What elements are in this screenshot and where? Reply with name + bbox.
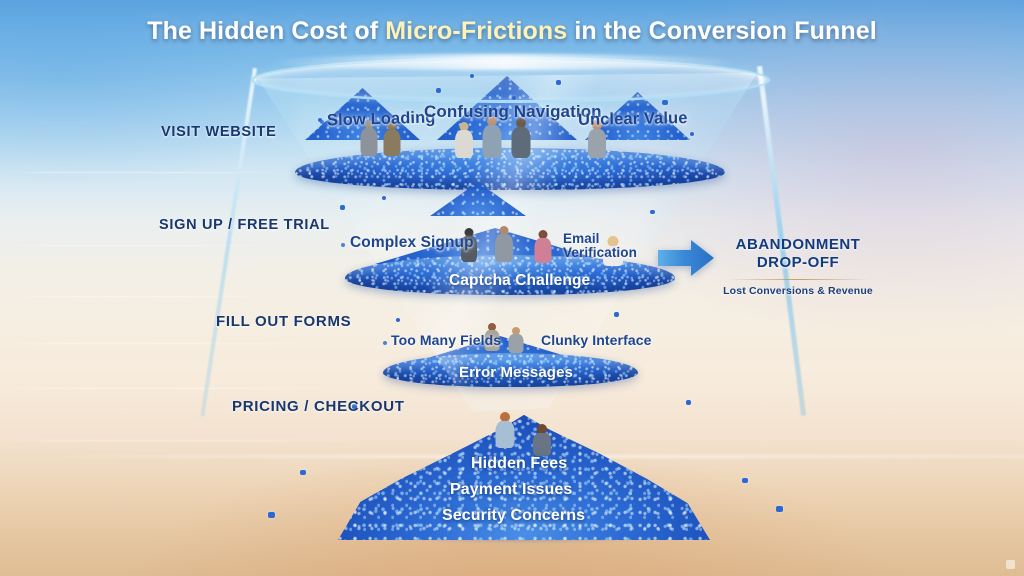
funnel-edge-left: [200, 68, 257, 417]
friction-label-security-concerns: Security Concerns: [442, 507, 586, 524]
person-figure: [511, 118, 530, 158]
person-figure: [360, 120, 377, 156]
callout-subtitle: Lost Conversions & Revenue: [723, 284, 873, 297]
person-figure: [484, 323, 499, 351]
friction-label-unclear-value: Unclear Value: [577, 109, 688, 129]
granule-speck: [776, 506, 783, 512]
friction-label-complex-signup: Complex Signup: [350, 234, 474, 251]
callout-divider: [726, 278, 870, 280]
callout-line-2: DROP-OFF: [756, 254, 840, 272]
granule-speck: [556, 80, 561, 85]
stage-separator: [0, 440, 370, 441]
granule-speck: [662, 100, 668, 105]
friction-label-email-verification: Email Verification: [563, 231, 637, 261]
stage-label-visit-website: VISIT WEBSITE: [161, 124, 277, 140]
friction-label-error-messages: Error Messages: [459, 364, 573, 381]
person-figure: [455, 122, 473, 158]
granule-speck: [268, 512, 275, 518]
granule-speck: [512, 96, 516, 100]
person-figure: [508, 327, 523, 353]
bullet-dot: [341, 243, 345, 247]
person-figure: [533, 424, 551, 456]
granule-speck: [436, 88, 441, 93]
funnel-rim-gloss: [268, 54, 738, 70]
callout-line-1: ABANDONMENT: [735, 236, 861, 253]
bullet-dot: [383, 341, 387, 345]
title-highlight: Micro-Frictions: [385, 17, 568, 45]
friction-label-hidden-fees: Hidden Fees: [471, 455, 568, 472]
friction-label-captcha-challenge: Captcha Challenge: [449, 272, 591, 289]
person-figure: [495, 226, 513, 262]
friction-label-payment-issues: Payment Issues: [450, 481, 573, 498]
granule-speck: [742, 478, 748, 483]
granule-speck: [614, 312, 619, 317]
page-title: The Hidden Cost of Micro-Frictions in th…: [0, 17, 1024, 46]
arrow-right-icon: [658, 239, 714, 277]
granule-speck: [382, 196, 386, 200]
stage-label-fill-out-forms: FILL OUT FORMS: [216, 313, 352, 330]
person-figure: [495, 412, 514, 448]
friction-label-clunky-interface: Clunky Interface: [541, 332, 652, 348]
stage-separator: [0, 245, 290, 246]
friction-label-too-many-fields: Too Many Fields: [391, 332, 502, 348]
funnel-rim: [251, 54, 770, 103]
granule-bed-stage-3: [383, 353, 638, 387]
stage-label-pricing-checkout: PRICING / CHECKOUT: [232, 398, 405, 415]
granule-speck: [396, 318, 400, 322]
person-figure: [534, 230, 551, 263]
corner-watermark: [1006, 560, 1015, 569]
abandonment-callout: ABANDONMENT DROP-OFF Lost Conversions & …: [718, 236, 878, 297]
granule-speck: [650, 210, 655, 214]
granule-speck: [690, 132, 694, 136]
stage-label-sign-up-free-trial: SIGN UP / FREE TRIAL: [159, 217, 330, 233]
title-part-1: The Hidden Cost of: [147, 17, 386, 45]
granule-speck: [340, 205, 345, 210]
granule-speck: [686, 400, 691, 405]
person-figure: [588, 120, 606, 158]
friction-label-slow-loading: Slow Loading: [326, 108, 436, 130]
granule-speck: [628, 118, 633, 122]
granule-bed-stage-1: [295, 148, 725, 190]
person-figure: [383, 122, 400, 156]
bullet-dot: [320, 120, 324, 124]
granule-speck: [470, 74, 474, 78]
granule-speck: [300, 470, 306, 475]
friction-label-confusing-navigation: Confusing Navigation: [424, 102, 602, 121]
title-part-2: in the Conversion Funnel: [567, 17, 877, 45]
person-figure: [461, 228, 477, 262]
person-figure: [603, 236, 623, 266]
granule-speck: [352, 404, 357, 409]
person-figure: [482, 116, 501, 158]
